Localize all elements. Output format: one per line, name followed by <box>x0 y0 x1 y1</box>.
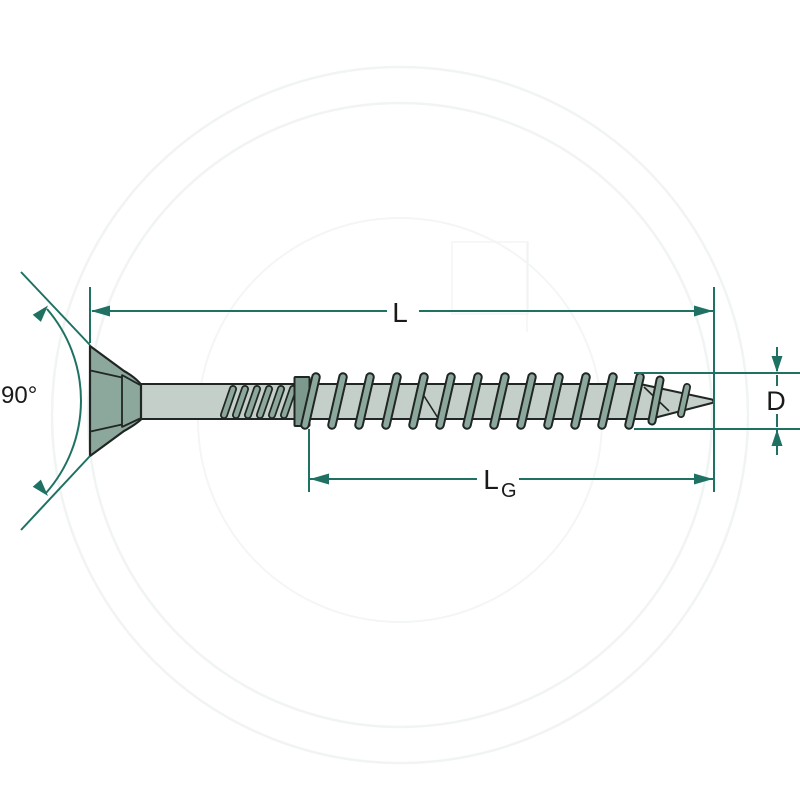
watermark-circle-outer <box>50 65 750 765</box>
milling-rib <box>269 386 284 418</box>
thread <box>572 374 589 428</box>
dimension-label-LG-subscript: G <box>501 480 517 502</box>
dimension-label-L: L <box>392 297 408 328</box>
thread <box>302 374 319 428</box>
head-facet-line <box>90 369 123 379</box>
angle-line-top <box>20 271 91 346</box>
thread <box>329 374 346 428</box>
milling-rib <box>233 386 248 418</box>
thread <box>437 374 454 428</box>
thread <box>383 374 400 428</box>
milling-rib <box>245 386 260 418</box>
screw-threads <box>300 372 691 430</box>
arrowhead-left-icon <box>91 305 110 317</box>
thread <box>410 374 427 428</box>
dimension-label-LG-main: L <box>483 464 499 495</box>
screw <box>88 344 715 458</box>
arrowhead-up-right-icon <box>32 305 48 322</box>
milling-ribs <box>220 385 297 419</box>
arrowhead-down-right-icon <box>32 479 48 496</box>
head-facet-line <box>121 417 141 428</box>
watermark-shape <box>451 241 529 315</box>
thread <box>464 374 481 428</box>
milling-rib <box>221 386 236 418</box>
dimension-D: D <box>634 347 800 455</box>
watermark-circle-middle <box>86 101 714 729</box>
arrowhead-up-icon <box>771 429 783 446</box>
angle-line-bottom <box>20 455 91 531</box>
arrowhead-left-icon <box>310 473 329 485</box>
dimension-head-angle: 90° <box>1 271 91 531</box>
thread <box>356 374 373 428</box>
thread <box>491 374 508 428</box>
head-facet-line <box>121 374 141 386</box>
milling-rib <box>257 386 272 418</box>
thread <box>599 374 616 428</box>
arrowhead-right-icon <box>694 473 713 485</box>
angle-arc <box>45 308 82 494</box>
dimension-L: L <box>89 287 715 492</box>
thread-taper <box>678 384 690 417</box>
thread <box>518 374 535 428</box>
arrowhead-right-icon <box>694 305 713 317</box>
arrowhead-down-icon <box>771 356 783 373</box>
screw-head <box>88 344 143 458</box>
screw-head-facets <box>90 369 141 433</box>
thread-taper <box>649 377 663 424</box>
thread <box>626 374 643 428</box>
dimension-LG: L G <box>308 429 713 502</box>
thread <box>545 374 562 428</box>
milling-rib <box>281 386 296 418</box>
head-facet-line <box>90 423 123 433</box>
angle-label: 90° <box>1 382 37 409</box>
dimension-label-D: D <box>766 386 786 416</box>
